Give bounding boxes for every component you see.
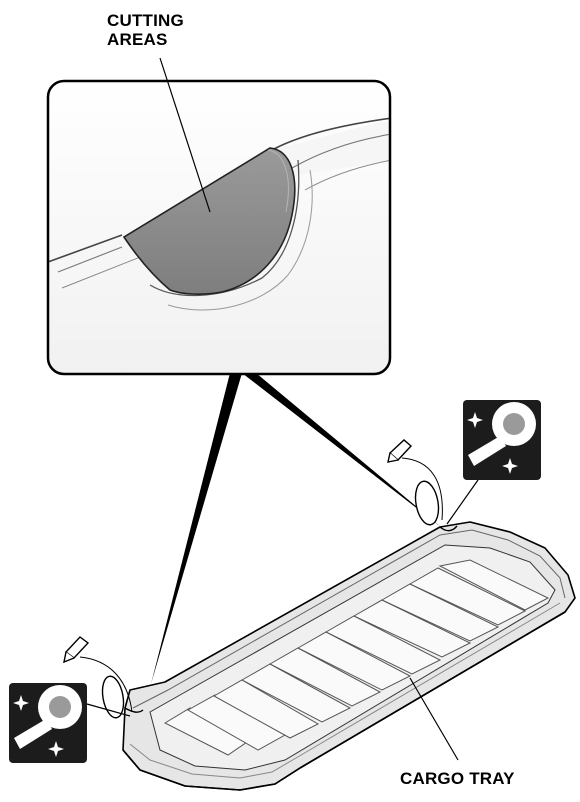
cutting-areas-label-line1: CUTTING xyxy=(107,11,184,30)
cutting-tool-icon xyxy=(463,400,541,480)
inset-magnified-view xyxy=(48,81,392,374)
cargo-tray-leader xyxy=(410,678,458,760)
cutting-tool-icon xyxy=(9,683,87,763)
cutting-areas-label-line2: AREAS xyxy=(107,30,184,49)
cutting-areas-label: CUTTING AREAS xyxy=(107,11,184,49)
cargo-tray-label: CARGO TRAY xyxy=(400,769,515,788)
